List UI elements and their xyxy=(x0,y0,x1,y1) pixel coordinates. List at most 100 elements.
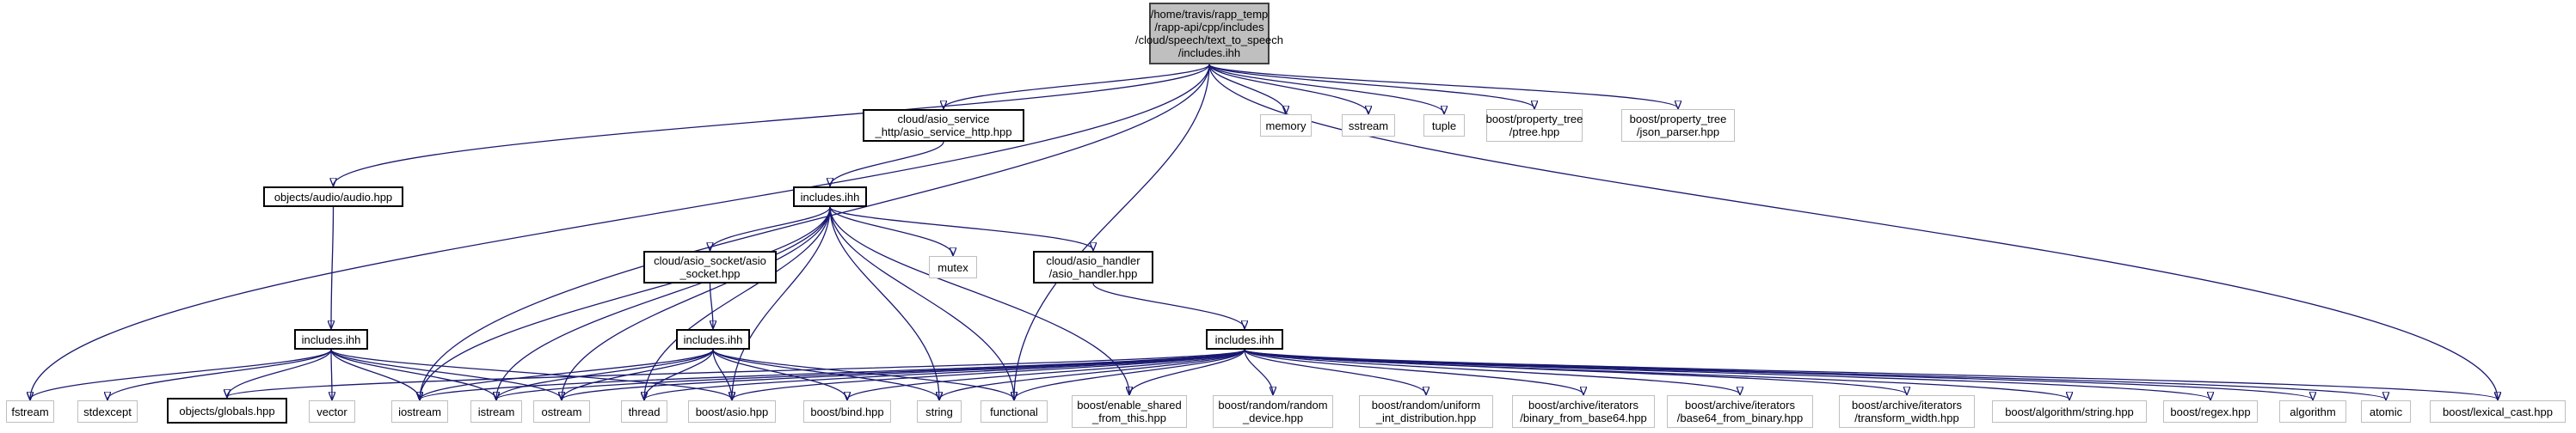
node-iostream[interactable]: iostream xyxy=(391,400,448,423)
edge-inc_handler-to-algo_string xyxy=(1244,349,2069,399)
edge-inc_handler-to-boost_bind xyxy=(847,349,1245,399)
node-label: functional xyxy=(990,405,1038,418)
edge-inc_socket-to-ostream xyxy=(562,349,714,399)
edge-inc_handler-to-globals xyxy=(227,349,1245,397)
node-inc-audio[interactable]: includes.ihh xyxy=(294,329,368,350)
node-label: string xyxy=(925,405,953,418)
node-vector[interactable]: vector xyxy=(309,400,355,423)
node-ostream[interactable]: ostream xyxy=(533,400,590,423)
node-label: fstream xyxy=(11,405,49,418)
edge-inc_socket-to-istream xyxy=(496,349,714,399)
node-mutex[interactable]: mutex xyxy=(929,256,977,278)
node-fstream[interactable]: fstream xyxy=(6,400,54,423)
edge-root-to-iostream xyxy=(420,64,1210,399)
node-binary-from-b64[interactable]: boost/archive/iterators/binary_from_base… xyxy=(1512,395,1655,428)
node-label: boost/random/random_device.hpp xyxy=(1218,399,1328,424)
node-label: istream xyxy=(477,405,515,418)
edge-root-to-audio xyxy=(334,64,1210,186)
node-ptree[interactable]: boost/property_tree/ptree.hpp xyxy=(1486,109,1583,142)
node-istream[interactable]: istream xyxy=(470,400,522,423)
node-label: boost/algorithm/string.hpp xyxy=(2005,405,2134,418)
node-label: cloud/asio_socket/asio_socket.hpp xyxy=(654,254,766,280)
node-inc-http[interactable]: includes.ihh xyxy=(793,186,867,207)
node-uniform-int[interactable]: boost/random/uniform_int_distribution.hp… xyxy=(1359,395,1493,428)
edge-inc_audio-to-ostream xyxy=(330,349,562,399)
node-label: vector xyxy=(317,405,347,418)
edge-inc_audio-to-vector xyxy=(331,349,332,399)
edge-inc_handler-to-random_device xyxy=(1244,349,1273,394)
node-string[interactable]: string xyxy=(917,400,962,423)
node-label: boost/regex.hpp xyxy=(2170,405,2251,418)
node-inc-socket[interactable]: includes.ihh xyxy=(676,329,750,350)
node-audio[interactable]: objects/audio/audio.hpp xyxy=(263,186,403,207)
edge-inc_audio-to-stdexcept xyxy=(108,349,332,399)
node-sstream[interactable]: sstream xyxy=(1342,114,1395,137)
node-regex[interactable]: boost/regex.hpp xyxy=(2163,400,2258,423)
node-label: boost/archive/iterators/transform_width.… xyxy=(1852,399,1962,424)
edge-inc_handler-to-thread xyxy=(644,349,1245,399)
node-label: tuple xyxy=(1431,119,1457,132)
edge-inc_http-to-asio_handler xyxy=(829,206,1093,250)
node-label: cloud/asio_service_http/asio_service_htt… xyxy=(875,113,1012,138)
node-root[interactable]: /home/travis/rapp_temp/rapp-api/cpp/incl… xyxy=(1135,3,1283,64)
node-label: /home/travis/rapp_temp/rapp-api/cpp/incl… xyxy=(1135,8,1284,59)
node-label: boost/bind.hpp xyxy=(810,405,884,418)
edge-inc_handler-to-functional xyxy=(1014,349,1245,399)
edge-inc_http-to-string xyxy=(829,206,939,399)
node-boost-asio[interactable]: boost/asio.hpp xyxy=(688,400,776,423)
node-thread[interactable]: thread xyxy=(621,400,667,423)
node-functional[interactable]: functional xyxy=(981,400,1048,423)
node-asio-socket[interactable]: cloud/asio_socket/asio_socket.hpp xyxy=(643,251,777,284)
edge-audio-to-inc_audio xyxy=(331,206,334,328)
node-label: includes.ihh xyxy=(800,190,860,204)
edge-inc_audio-to-globals xyxy=(227,349,332,397)
node-asio-service[interactable]: cloud/asio_service_http/asio_service_htt… xyxy=(863,109,1024,142)
edge-inc_handler-to-lexical_cast xyxy=(1244,349,2498,399)
node-label: objects/globals.hpp xyxy=(179,404,275,418)
node-inc-handler[interactable]: includes.ihh xyxy=(1206,329,1283,350)
node-label: boost/asio.hpp xyxy=(695,405,769,418)
edge-inc_handler-to-boost_asio xyxy=(732,349,1245,399)
edge-inc_handler-to-b64_from_binary xyxy=(1244,349,1740,394)
node-b64-from-binary[interactable]: boost/archive/iterators/base64_from_bina… xyxy=(1667,395,1813,428)
node-label: boost/property_tree/ptree.hpp xyxy=(1485,113,1583,138)
node-label: iostream xyxy=(398,405,441,418)
edge-inc_socket-to-iostream xyxy=(420,349,714,399)
node-atomic[interactable]: atomic xyxy=(2361,400,2411,423)
node-globals[interactable]: objects/globals.hpp xyxy=(167,398,287,424)
edge-inc_audio-to-fstream xyxy=(30,349,332,399)
edge-root-to-json_parser xyxy=(1208,64,1678,108)
node-asio-handler[interactable]: cloud/asio_handler/asio_handler.hpp xyxy=(1033,251,1153,284)
node-boost-bind[interactable]: boost/bind.hpp xyxy=(803,400,891,423)
edge-inc_handler-to-regex xyxy=(1244,349,2210,399)
node-label: atomic xyxy=(2369,405,2403,418)
node-label: boost/random/uniform_int_distribution.hp… xyxy=(1371,399,1481,424)
node-memory[interactable]: memory xyxy=(1260,114,1312,137)
edge-inc_http-to-asio_socket xyxy=(710,206,831,250)
edge-asio_socket-to-inc_socket xyxy=(709,283,714,328)
node-lexical-cast[interactable]: boost/lexical_cast.hpp xyxy=(2430,400,2566,423)
node-enable-shared[interactable]: boost/enable_shared_from_this.hpp xyxy=(1072,395,1187,428)
edge-inc_handler-to-binary_from_b64 xyxy=(1244,349,1583,394)
edge-root-to-sstream xyxy=(1208,64,1368,113)
node-transform-width[interactable]: boost/archive/iterators/transform_width.… xyxy=(1839,395,1975,428)
node-label: objects/audio/audio.hpp xyxy=(274,190,393,204)
edge-inc_socket-to-boost_bind xyxy=(712,349,847,399)
node-algo-string[interactable]: boost/algorithm/string.hpp xyxy=(1992,400,2147,423)
node-label: includes.ihh xyxy=(683,332,743,346)
edge-root-to-lexical_cast xyxy=(1208,64,2498,399)
node-json-parser[interactable]: boost/property_tree/json_parser.hpp xyxy=(1621,109,1735,142)
node-tuple[interactable]: tuple xyxy=(1423,114,1465,137)
node-algorithm[interactable]: algorithm xyxy=(2279,400,2346,423)
node-stdexcept[interactable]: stdexcept xyxy=(77,400,138,423)
edge-root-to-fstream xyxy=(30,64,1210,399)
edge-inc_http-to-thread xyxy=(644,206,831,399)
node-label: memory xyxy=(1265,119,1306,132)
node-random-device[interactable]: boost/random/random_device.hpp xyxy=(1213,395,1333,428)
node-label: sstream xyxy=(1348,119,1389,132)
node-label: mutex xyxy=(938,260,968,274)
edge-asio_handler-to-inc_handler xyxy=(1092,283,1245,328)
node-label: thread xyxy=(628,405,661,418)
